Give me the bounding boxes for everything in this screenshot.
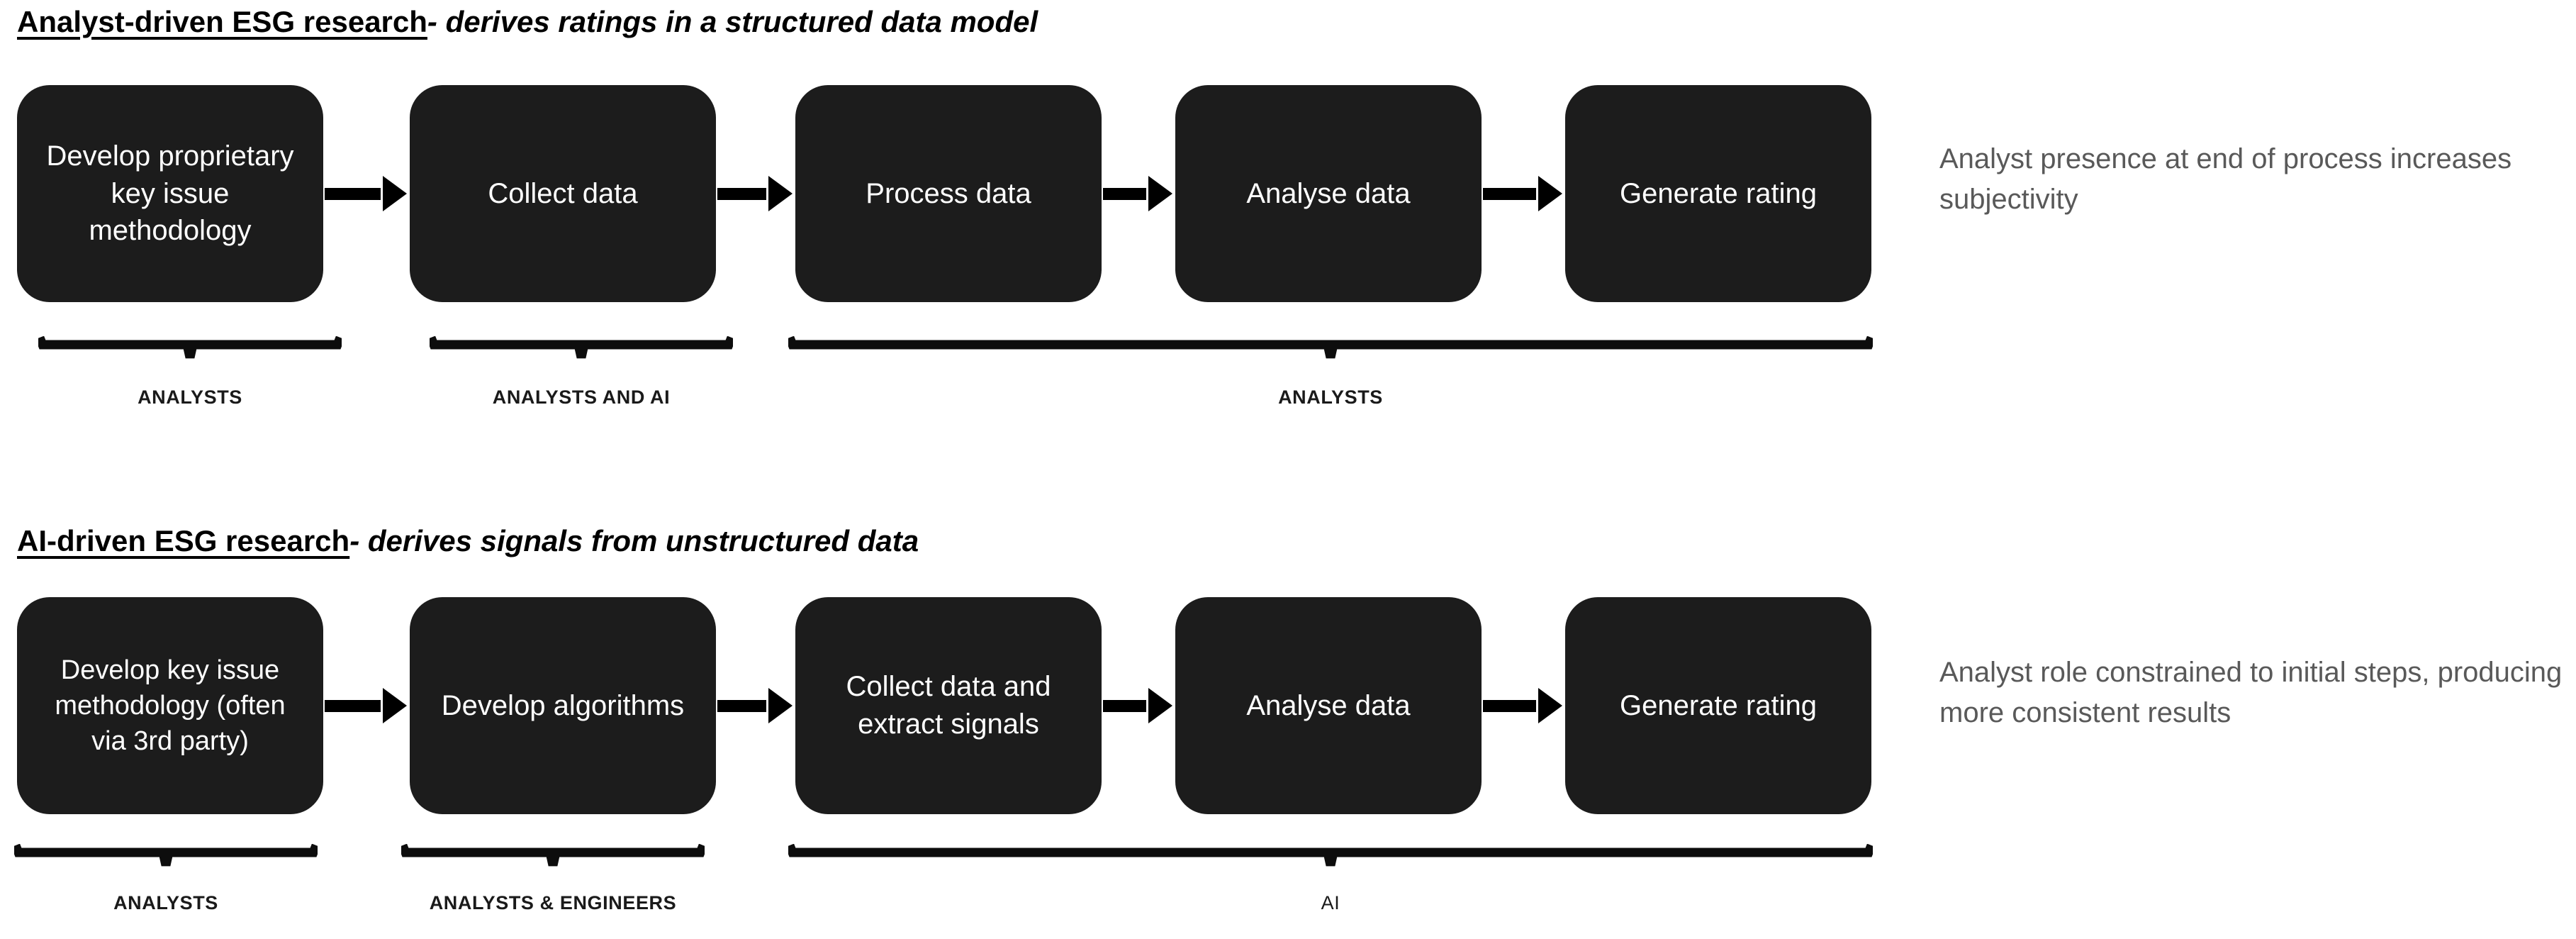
process-step-box[interactable]: Analyse data [1175,85,1482,302]
brace-icon [788,844,1873,867]
arrow-shaft [717,699,766,712]
arrow-shaft [1103,187,1146,200]
arrow-shaft [1483,187,1536,200]
arrow-head [768,688,793,723]
brace-icon [14,844,318,867]
section-heading-main: AI-driven ESG research [17,524,350,557]
arrow-head [1148,688,1172,723]
arrow-head [383,176,407,211]
arrow-shaft [325,699,381,712]
arrow-head [1538,688,1562,723]
arrow-head [1538,176,1562,211]
flow-arrow-icon [1103,688,1172,723]
arrow-head [383,688,407,723]
process-step-box[interactable]: Process data [795,85,1102,302]
group-brace [401,844,705,869]
process-step-label: Develop algorithms [441,689,685,721]
arrow-shaft [717,187,766,200]
group-label: ANALYSTS AND AI [492,387,671,408]
flow-arrow-icon [325,176,407,211]
process-step-box[interactable]: Collect data [410,85,716,302]
process-step-label: Develop proprietary key issue methodolog… [46,140,294,247]
section-heading-main: Analyst-driven ESG research [17,5,427,38]
flow-arrow-icon [1483,176,1562,211]
process-step-label: Generate rating [1620,689,1817,721]
flow-arrow-icon [717,176,793,211]
process-step-box[interactable]: Develop key issue methodology (often via… [17,597,323,814]
section-note: Analyst role constrained to initial step… [1939,657,2563,728]
arrow-head [768,176,793,211]
process-step-box[interactable]: Generate rating [1565,597,1871,814]
brace-icon [38,336,342,359]
flow-arrow-icon [1483,688,1562,723]
flow-arrow-icon [717,688,793,723]
group-label: ANALYSTS & ENGINEERS [429,892,677,913]
process-step-label: Collect data [488,177,638,209]
group-label: ANALYSTS [113,892,218,913]
process-step-label: Process data [866,177,1031,209]
process-step-box[interactable]: Collect data and extract signals [795,597,1102,814]
process-step-box[interactable]: Generate rating [1565,85,1871,302]
group-brace [788,336,1873,362]
brace-icon [401,844,705,867]
process-step-box[interactable]: Develop algorithms [410,597,716,814]
process-step-label: Generate rating [1620,177,1817,209]
group-brace [14,844,318,869]
flow-arrow-icon [325,688,407,723]
process-step-label: Develop key issue methodology (often via… [55,655,286,757]
section-note: Analyst presence at end of process incre… [1939,143,2512,215]
process-step-label: Analyse data [1246,177,1411,209]
brace-icon [788,336,1873,359]
group-brace [430,336,733,362]
group-label: AI [1321,892,1340,913]
section-heading-sub: - derives signals from unstructured data [349,524,919,557]
process-step-label: Collect data and extract signals [846,671,1051,740]
arrow-shaft [1483,699,1536,712]
group-label: ANALYSTS [138,387,242,408]
arrow-shaft [1103,699,1146,712]
group-brace [788,844,1873,869]
section-heading-sub: - derives ratings in a structured data m… [427,5,1038,38]
section-title-analyst-driven: Analyst-driven ESG research- derives rat… [17,5,1038,38]
flow-arrow-icon [1103,176,1172,211]
arrow-head [1148,176,1172,211]
process-step-label: Analyse data [1246,689,1411,721]
arrow-shaft [325,187,381,200]
group-brace [38,336,342,362]
process-step-box[interactable]: Analyse data [1175,597,1482,814]
brace-icon [430,336,733,359]
process-step-box[interactable]: Develop proprietary key issue methodolog… [17,85,323,302]
group-label: ANALYSTS [1278,387,1383,408]
section-title-ai-driven: AI-driven ESG research- derives signals … [17,524,919,557]
